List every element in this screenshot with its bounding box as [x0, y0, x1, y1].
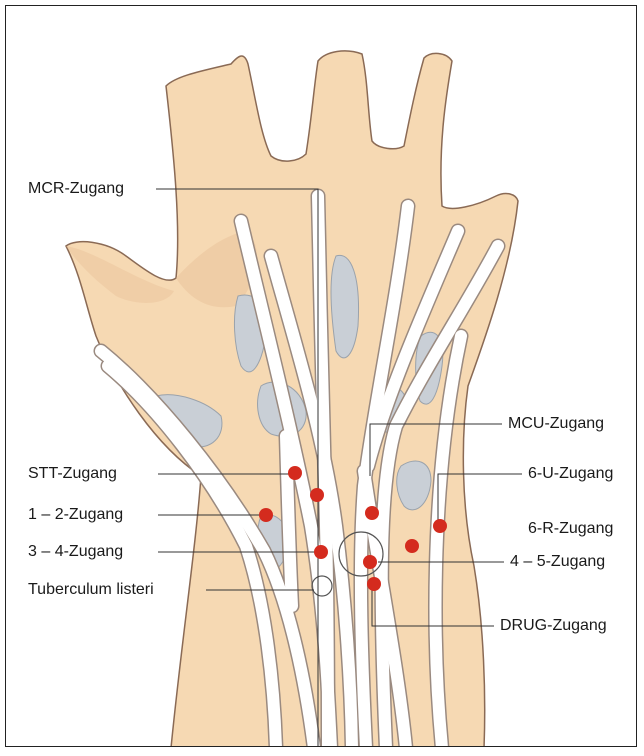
label-6-u-zugang: 6-U-Zugang [528, 465, 613, 483]
portal-stt [288, 466, 302, 480]
portal-stt-2 [310, 488, 324, 502]
label-4-5-zugang: 4 – 5-Zugang [510, 553, 605, 571]
label-1-2-zugang: 1 – 2-Zugang [28, 506, 123, 524]
wrist-illustration [6, 6, 637, 747]
figure-frame: MCR-Zugang STT-Zugang 1 – 2-Zugang 3 – 4… [5, 5, 637, 747]
label-3-4-zugang: 3 – 4-Zugang [28, 543, 123, 561]
portal-drug [367, 577, 381, 591]
portal-r6 [405, 539, 419, 553]
portal-45 [363, 555, 377, 569]
label-mcr-zugang: MCR-Zugang [28, 180, 124, 198]
portal-mcr [365, 506, 379, 520]
label-6-r-zugang: 6-R-Zugang [528, 520, 613, 538]
label-mcu-zugang: MCU-Zugang [508, 415, 604, 433]
label-tuberculum-listeri: Tuberculum listeri [28, 581, 154, 599]
label-drug-zugang: DRUG-Zugang [500, 617, 607, 635]
portal-12 [259, 508, 273, 522]
portal-34 [314, 545, 328, 559]
portal-u6 [433, 519, 447, 533]
label-stt-zugang: STT-Zugang [28, 465, 117, 483]
